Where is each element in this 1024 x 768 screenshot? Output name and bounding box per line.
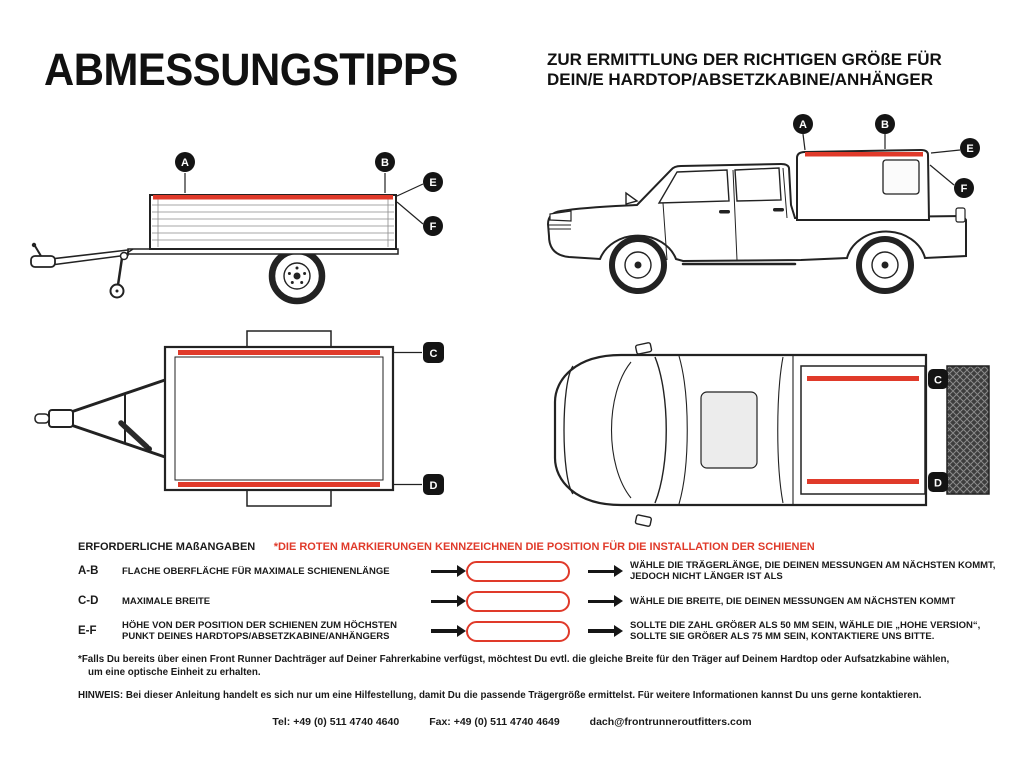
svg-text:E: E [429,177,436,189]
svg-text:C: C [934,375,942,387]
svg-text:A: A [799,119,807,131]
rail-marking-red [178,482,380,487]
truck-top-body [553,342,928,527]
red-markings-note: *DIE ROTEN MARKIERUNGEN KENNZEICHNEN DIE… [273,541,815,553]
arrow-right-icon [431,625,466,636]
measurement-entry-field [466,560,570,582]
marker-b: B [875,114,895,134]
measurement-row-ef: E-F HÖHE VON DER POSITION DER SCHIENEN Z… [78,620,996,643]
row-description: MAXIMALE BREITE [122,595,211,607]
subtitle-line-2: DEIN/E HARDTOP/ABSETZKABINE/ANHÄNGER [547,70,933,90]
arrow-right-icon [588,565,623,577]
footnote-hinweis: HINWEIS: Bei dieser Anleitung handelt es… [78,690,922,701]
row-description: HÖHE VON DER POSITION DER SCHIENEN ZUM H… [122,619,397,643]
rail-marking-red [178,350,380,355]
row-instruction: WÄHLE DIE BREITE, DIE DEINEN MESSUNGEN A… [630,595,956,607]
marker-b: B [375,152,395,172]
phone-text: Tel: +49 (0) 511 4740 4640 [272,716,400,728]
svg-text:E: E [966,143,973,155]
row-instruction: SOLLTE DIE ZAHL GRÖßER ALS 50 MM SEIN, W… [630,619,981,643]
row-label: E-F [78,625,97,638]
row-instruction: WÄHLE DIE TRÄGERLÄNGE, DIE DEINEN MESSUN… [630,560,996,583]
marker-c: C [423,342,444,363]
marker-a: A [793,114,813,134]
marker-f: F [423,216,443,236]
page-subtitle: ZUR ERMITTLUNG DER RICHTIGEN GRÖßE FÜR D… [547,50,967,91]
subtitle-line-1: ZUR ERMITTLUNG DER RICHTIGEN GRÖßE FÜR [547,50,942,69]
trailer-chassis [30,242,399,299]
row-label: A-B [78,565,99,578]
trailer-top-view-diagram: C D [34,330,444,507]
page-title: ABMESSUNGSTIPPS [44,44,458,95]
svg-text:B: B [881,119,889,131]
svg-text:D: D [934,478,942,490]
rail-marking-red [153,195,393,200]
marker-a: A [175,152,195,172]
trailer-drawbar [34,378,166,459]
measurements-heading: ERFORDERLICHE MAßANGABEN [78,541,256,553]
svg-text:F: F [430,221,437,233]
rear-wheel [856,236,914,294]
leader-lines [184,173,424,225]
rail-marking-red [807,376,919,381]
leader-lines [393,351,422,486]
marker-d: D [928,472,948,492]
arrow-right-icon [431,595,466,607]
marker-e: E [960,138,980,158]
arrow-right-icon [588,595,623,607]
arrow-right-icon [431,565,466,577]
svg-text:B: B [381,157,389,169]
rail-marking-red [805,152,923,157]
row-label: C-D [78,595,99,608]
trailer-box [149,194,397,250]
measurement-entry-field [466,620,570,642]
marker-c: C [928,369,948,389]
footnote-asterisk: *Falls Du bereits über einen Front Runne… [78,654,950,678]
trailer-wheel [268,247,326,305]
trailer-side-view-diagram: A B E F [30,152,443,305]
marker-d: D [423,474,444,495]
svg-text:D: D [430,480,438,492]
row-description: FLACHE OBERFLÄCHE FÜR MAXIMALE SCHIENENL… [122,565,390,577]
measurement-entry-field [466,590,570,612]
truck-body [546,162,967,266]
arrow-right-icon [588,625,623,636]
truck-canopy [796,148,931,221]
truck-top-view-diagram: C D [553,342,990,527]
leader-lines [802,133,961,186]
fax-text: Fax: +49 (0) 511 4740 4649 [429,716,560,728]
marker-e: E [423,172,443,192]
svg-text:F: F [961,183,968,195]
trailer-top-box [163,330,395,507]
contact-info: Tel: +49 (0) 511 4740 4640 Fax: +49 (0) … [0,716,1024,728]
front-wheel [609,236,667,294]
tailgate-mesh-panel [946,365,990,495]
truck-side-view-diagram: A B E F [546,114,980,294]
email-text: dach@frontrunneroutfitters.com [589,716,752,728]
measurement-row-cd: C-D MAXIMALE BREITE WÄHLE DIE BREITE, DI… [78,590,996,612]
measurement-row-ab: A-B FLACHE OBERFLÄCHE FÜR MAXIMALE SCHIE… [78,560,996,583]
measurement-rows: A-B FLACHE OBERFLÄCHE FÜR MAXIMALE SCHIE… [78,560,996,651]
measurements-section-header: ERFORDERLICHE MAßANGABEN *DIE ROTEN MARK… [78,537,815,555]
svg-text:A: A [181,157,189,169]
svg-text:C: C [430,348,438,360]
rail-marking-red [807,479,919,484]
marker-f: F [954,178,974,198]
